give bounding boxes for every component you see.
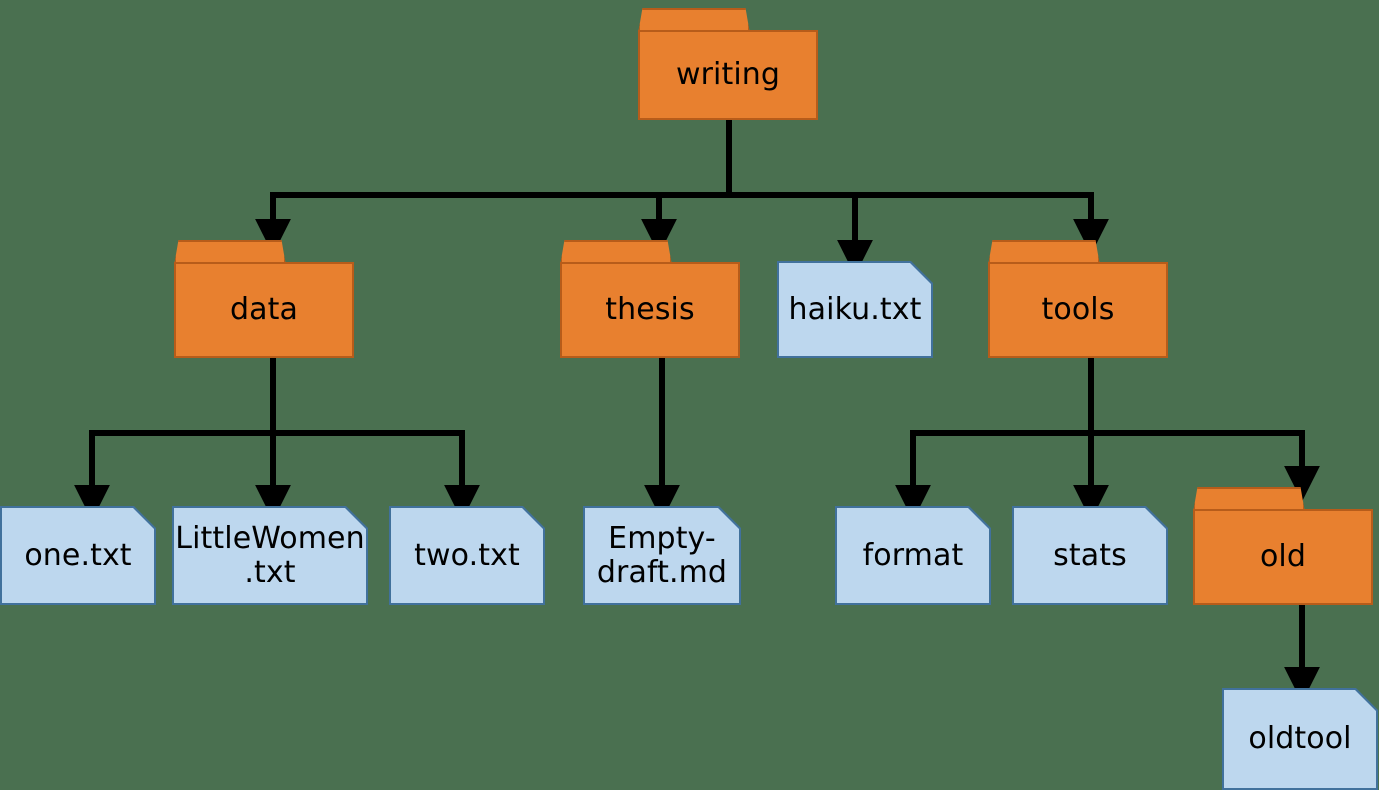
- file-sheet-icon: [835, 506, 991, 605]
- node-label: thesis: [605, 292, 695, 328]
- file-node-one[interactable]: one.txt: [0, 506, 156, 605]
- file-node-two[interactable]: two.txt: [389, 506, 545, 605]
- file-sheet-icon: [1012, 506, 1168, 605]
- folder-node-old[interactable]: old: [1193, 487, 1373, 605]
- node-label: two.txt: [414, 537, 520, 573]
- file-sheet-icon: [583, 506, 741, 605]
- edge-tools-to-old: [1088, 358, 1320, 502]
- folder-node-writing[interactable]: writing: [638, 8, 818, 120]
- node-label: LittleWomen .txt: [175, 520, 365, 590]
- file-sheet-icon: [777, 261, 933, 358]
- node-label: haiku.txt: [788, 291, 922, 327]
- edge-writing-to-thesis: [641, 120, 732, 255]
- edge-data-to-one: [74, 358, 276, 521]
- edge-writing-to-data: [255, 120, 732, 255]
- node-label: stats: [1053, 537, 1127, 573]
- node-label: oldtool: [1248, 721, 1352, 757]
- folder-node-data[interactable]: data: [174, 240, 354, 358]
- file-node-format[interactable]: format: [835, 506, 991, 605]
- node-label: Empty- draft.md: [596, 520, 728, 590]
- edge-writing-to-tools: [726, 120, 1109, 255]
- node-label: format: [862, 537, 964, 573]
- edge-writing-to-haiku: [726, 120, 873, 276]
- file-node-emptydraft[interactable]: Empty- draft.md: [583, 506, 741, 605]
- folder-body-icon: [560, 262, 740, 358]
- edge-data-to-two: [270, 358, 480, 521]
- folder-tab-icon: [638, 8, 750, 34]
- file-sheet-icon: [0, 506, 156, 605]
- file-sheet-icon: [1222, 688, 1378, 790]
- folder-body-icon: [1193, 509, 1373, 605]
- node-label: old: [1259, 539, 1307, 575]
- file-node-stats[interactable]: stats: [1012, 506, 1168, 605]
- folder-body-icon: [988, 262, 1168, 358]
- file-sheet-icon: [389, 506, 545, 605]
- node-label: one.txt: [24, 537, 132, 573]
- folder-body-icon: [174, 262, 354, 358]
- edge-tools-to-format: [895, 358, 1094, 521]
- folder-body-icon: [638, 30, 818, 120]
- file-node-oldtool[interactable]: oldtool: [1222, 688, 1378, 790]
- node-label: tools: [1041, 292, 1115, 328]
- file-node-littlewomen[interactable]: LittleWomen .txt: [172, 506, 368, 605]
- folder-node-thesis[interactable]: thesis: [560, 240, 740, 358]
- node-label: writing: [675, 57, 781, 93]
- file-node-haiku[interactable]: haiku.txt: [777, 261, 933, 358]
- folder-node-tools[interactable]: tools: [988, 240, 1168, 358]
- file-sheet-icon: [172, 506, 368, 605]
- node-label: data: [230, 292, 298, 328]
